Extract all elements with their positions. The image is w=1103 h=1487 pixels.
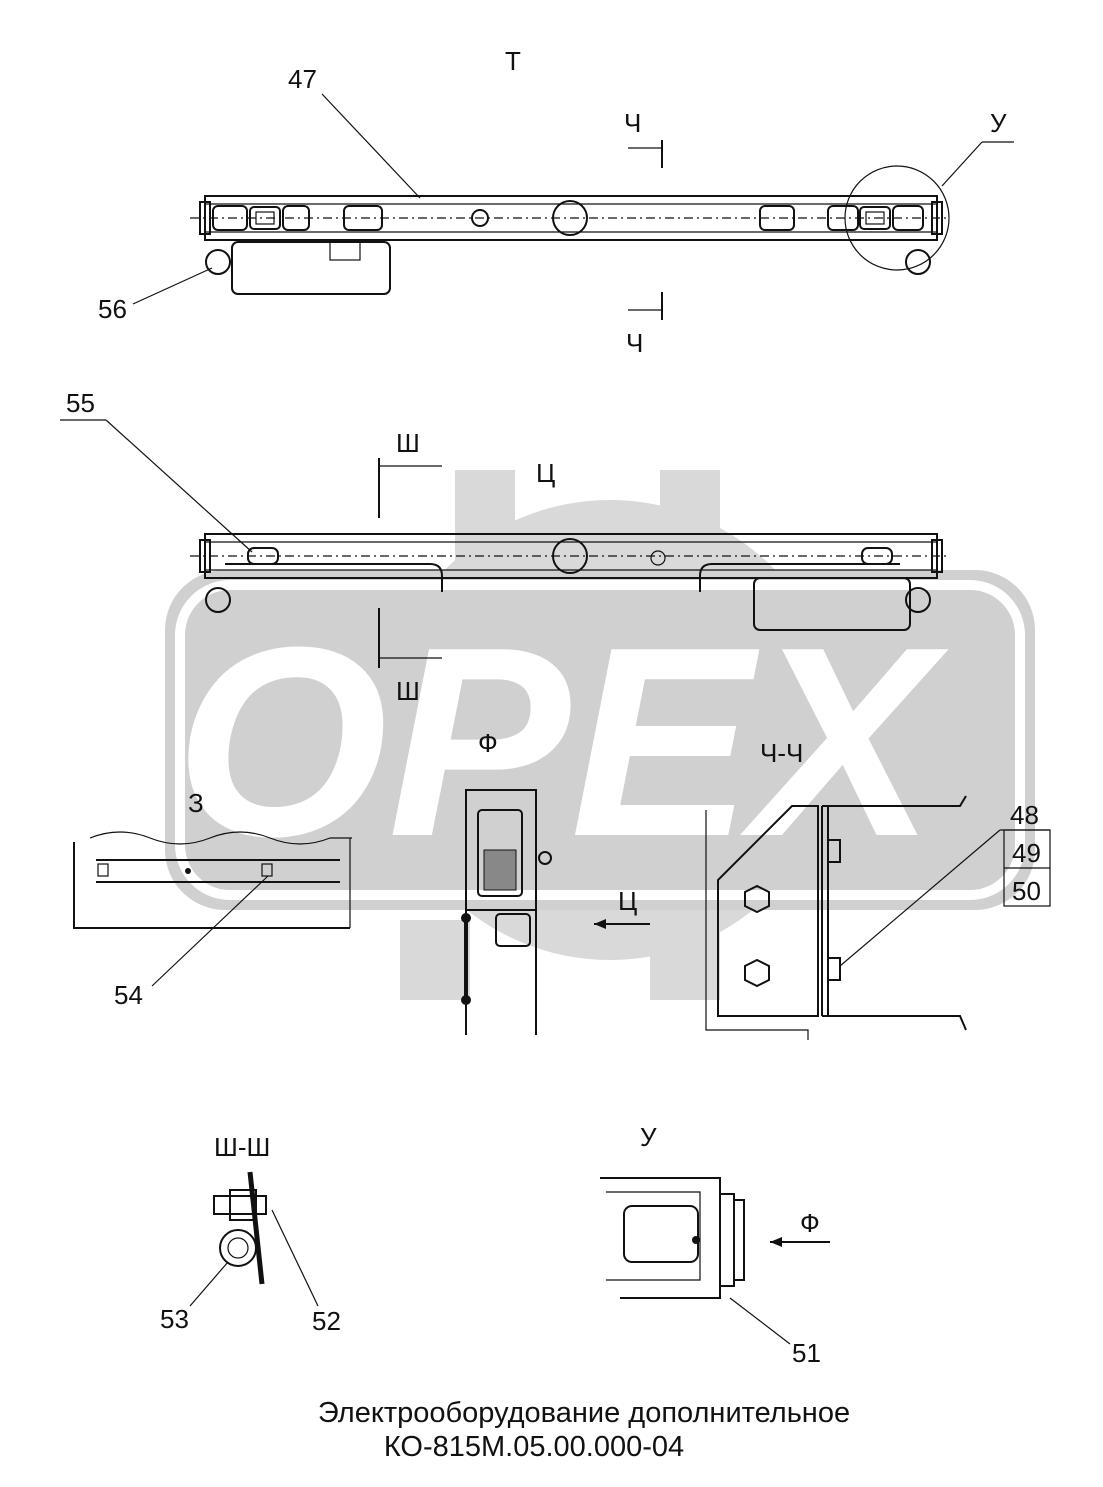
view-u-detail-label: У [640, 1122, 657, 1152]
view-u-detail-drawing [600, 1177, 791, 1345]
leaders-view-t [132, 93, 1014, 305]
section-shsh-label: Ш-Ш [214, 1132, 270, 1162]
cut-ch-marks [628, 140, 663, 320]
callout-53: 53 [160, 1304, 189, 1334]
callout-54: 54 [114, 980, 143, 1010]
arrow-ts [594, 919, 650, 929]
callout-50: 50 [1012, 876, 1041, 906]
arrow-ts-label: Ц [618, 886, 637, 916]
view-u-label: У [990, 108, 1007, 138]
title-line-2: КО-815М.05.00.000-04 [384, 1431, 684, 1463]
callout-56: 56 [98, 294, 127, 324]
cut-sh-marks [378, 458, 442, 668]
view-z-label: З [188, 788, 204, 818]
view-z-detail [73, 831, 352, 987]
view-ts-beam [190, 533, 950, 631]
section-shsh-detail [189, 1171, 319, 1307]
arrow-f [770, 1237, 830, 1247]
title-line-1: Электрооборудование дополнительное [318, 1397, 850, 1429]
view-t-label: Т [505, 46, 521, 76]
callout-48: 48 [1010, 800, 1039, 830]
watermark-text: OPEX [175, 592, 949, 893]
callout-52: 52 [312, 1306, 341, 1336]
callout-47: 47 [288, 64, 317, 94]
section-chch-detail [705, 795, 1001, 1040]
callout-55: 55 [66, 388, 95, 418]
callout-stack-48-50 [1000, 829, 1051, 907]
callout-51: 51 [792, 1338, 821, 1368]
view-f-detail [461, 789, 552, 1035]
view-t-beam [190, 165, 950, 295]
view-f-label: Ф [478, 728, 498, 758]
cut-sh-bottom-label: Ш [396, 676, 420, 706]
arrow-f-label: Ф [800, 1208, 820, 1238]
callout-49: 49 [1012, 838, 1041, 868]
cut-ch-bottom-label: Ч [626, 328, 643, 358]
leader-55 [105, 419, 253, 553]
section-chch-label: Ч-Ч [760, 738, 803, 768]
cut-sh-top-label: Ш [396, 428, 420, 458]
view-ts-label: Ц [536, 458, 555, 488]
watermark: OPEX [165, 470, 1035, 1000]
cut-ch-top-label: Ч [624, 108, 641, 138]
